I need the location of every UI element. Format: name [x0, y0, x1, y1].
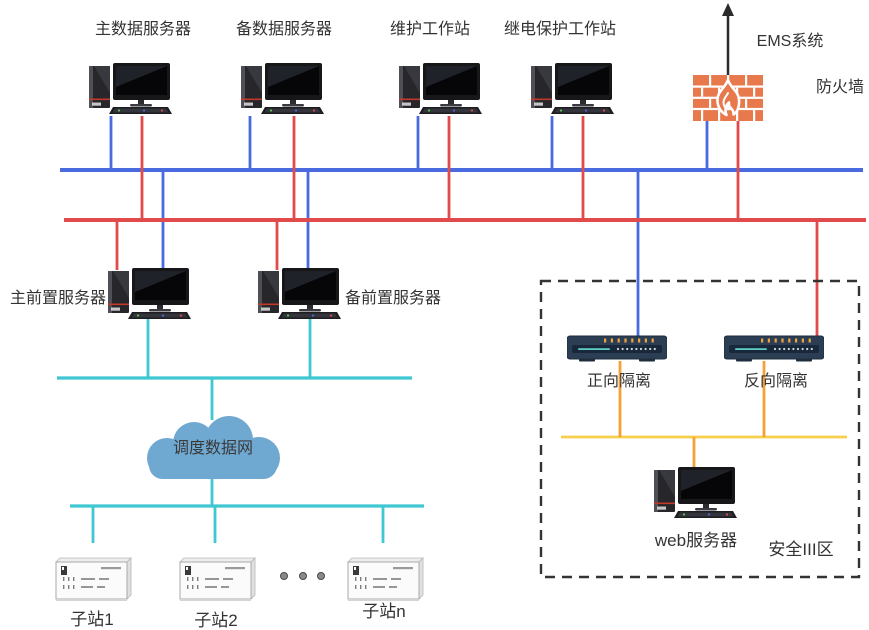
- computer-icon-backup-front-server: [257, 268, 341, 320]
- reverse-isolation-icon: [724, 334, 824, 362]
- computer-icon-relay-protection-workstation: [530, 63, 614, 115]
- label-security-zone-3: 安全III区: [768, 540, 834, 559]
- label-firewall: 防火墙: [815, 79, 865, 96]
- label-main-data-server: 主数据服务器: [94, 21, 192, 38]
- substation-icon-n: [341, 555, 425, 605]
- label-substation-2: 子站2: [194, 611, 238, 630]
- security-zone-box: [539, 279, 861, 579]
- substation-icon-2: [173, 555, 257, 605]
- connection-lines: [57, 3, 866, 579]
- computer-icon-main-data-server: [88, 63, 172, 115]
- ems-arrow-icon: [722, 3, 734, 75]
- label-maintenance-workstation: 维护工作站: [389, 21, 471, 38]
- label-reverse-isolation: 反向隔离: [743, 373, 809, 390]
- web-server-icon: [653, 467, 737, 519]
- label-web-server: web服务器: [654, 531, 738, 550]
- label-main-front-server: 主前置服务器: [9, 290, 106, 307]
- firewall-icon: [693, 75, 763, 121]
- label-substation-n: 子站n: [362, 602, 406, 621]
- label-dispatch-network: 调度数据网: [172, 440, 254, 457]
- ellipsis-dot: [299, 572, 307, 580]
- forward-isolation-icon: [567, 334, 667, 362]
- ellipsis-dot: [317, 572, 325, 580]
- computer-icon-maintenance-workstation: [398, 63, 482, 115]
- label-forward-isolation: 正向隔离: [586, 373, 652, 390]
- label-relay-protection-workstation: 继电保护工作站: [503, 21, 617, 38]
- computer-icon-main-front-server: [107, 268, 191, 320]
- label-backup-front-server: 备前置服务器: [345, 290, 442, 307]
- ellipsis-dot: [280, 572, 288, 580]
- label-substation-1: 子站1: [70, 610, 114, 629]
- substation-icon-1: [49, 555, 133, 605]
- computer-icon-backup-data-server: [240, 63, 324, 115]
- label-ems-system: EMS系统: [756, 33, 824, 50]
- label-backup-data-server: 备数据服务器: [235, 21, 333, 38]
